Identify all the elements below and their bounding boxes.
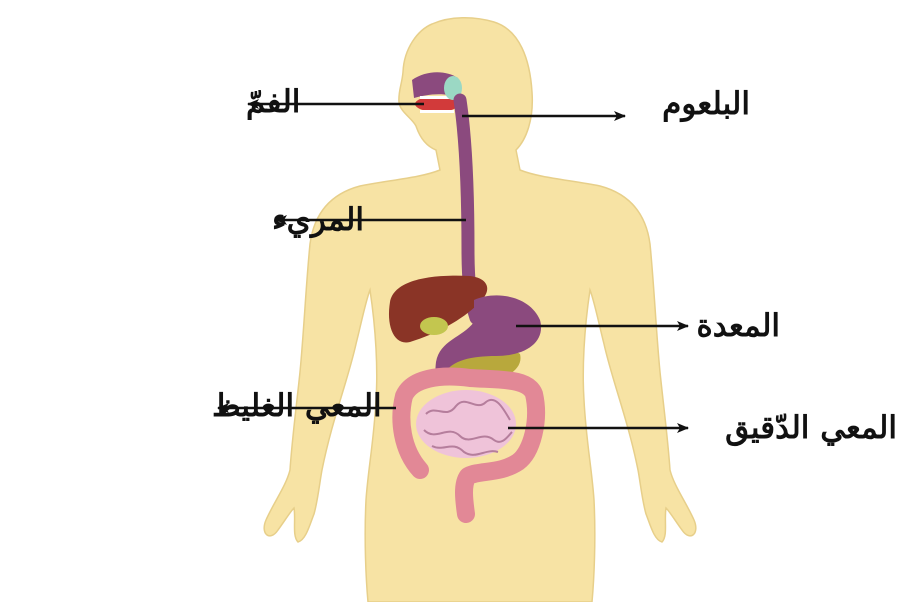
label-mouth: الفمّ: [246, 84, 300, 120]
gallbladder: [420, 317, 448, 335]
label-esophagus: المريء: [272, 202, 364, 239]
small-intestine: [416, 390, 516, 458]
label-pharynx: البلعوم: [662, 86, 750, 123]
label-large-intestine: المعي الغليظ: [212, 388, 382, 425]
label-stomach: المعدة: [697, 308, 780, 344]
label-small-intestine: المعي الدّقيق: [725, 410, 897, 447]
